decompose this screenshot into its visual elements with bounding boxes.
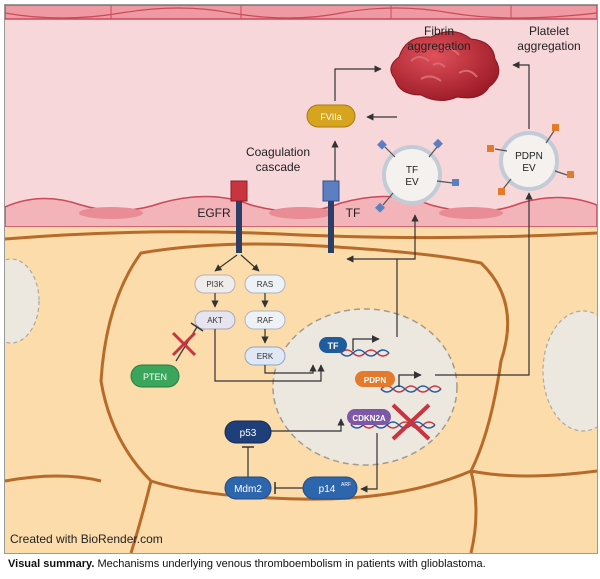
pdpn-ev-label-line2: EV xyxy=(522,163,536,174)
egfr-label: EGFR xyxy=(197,206,231,220)
fviia-label: FVIIa xyxy=(320,112,342,122)
akt-node: AKT xyxy=(194,310,236,330)
p53-label: p53 xyxy=(240,428,257,439)
p14-node: p14 ARF xyxy=(302,476,358,500)
diagram-svg: FVIIa TF EV PDPN EV Fibrin aggregation P… xyxy=(5,5,597,553)
credit-text: Created with BioRender.com xyxy=(10,532,163,546)
pten-label: PTEN xyxy=(143,372,167,382)
p14-superscript: ARF xyxy=(341,482,351,488)
arrow-pdpn-gene-to-ev xyxy=(435,192,533,376)
tf-gene: TF xyxy=(319,335,390,357)
erk-node: ERK xyxy=(244,346,286,366)
cdkn2a-gene-label: CDKN2A xyxy=(352,414,386,423)
neighbor-nucleus-right xyxy=(542,310,597,432)
tf-receptor xyxy=(322,180,340,253)
akt-label: AKT xyxy=(207,316,223,325)
arrow-cdkn2a-to-p14 xyxy=(360,433,378,493)
arrow-egfr-to-pi3k xyxy=(214,254,238,272)
coagulation-label-line1: Coagulation xyxy=(246,145,310,159)
erk-label: ERK xyxy=(257,352,274,361)
pdpn-gene: PDPN xyxy=(355,371,442,393)
arrow-tf-gene-to-ev xyxy=(397,214,419,260)
pdpn-ev: PDPN EV xyxy=(487,124,574,195)
p53-node: p53 xyxy=(224,420,272,444)
pdpn-ev-label-line1: PDPN xyxy=(515,151,543,162)
pi3k-node: PI3K xyxy=(194,274,236,294)
caption-text: Mechanisms underlying venous thromboembo… xyxy=(94,558,486,570)
arrow-pdpn-to-platelet xyxy=(512,61,530,129)
tf-ev-label-line1: TF xyxy=(406,165,418,176)
p14-label: p14 xyxy=(319,484,336,495)
pten-inhibition-bar xyxy=(190,322,204,332)
platelet-label-line1: Platelet xyxy=(529,24,570,38)
platelet-label-line2: aggregation xyxy=(517,39,580,53)
ras-node: RAS xyxy=(244,274,286,294)
raf-label: RAF xyxy=(257,316,273,325)
mdm2-label: Mdm2 xyxy=(234,484,262,495)
endothelium-bottom xyxy=(5,195,597,228)
arrow-p53-to-nucleus xyxy=(271,418,345,432)
endothelium-top xyxy=(5,5,597,20)
arrow-fviia-to-fibrin xyxy=(334,65,382,101)
tf-ev-label-line2: EV xyxy=(405,177,419,188)
arrow-akt-to-tf-gene xyxy=(214,329,325,382)
arrow-erk-to-tf-gene xyxy=(264,364,317,374)
neighbor-nucleus-left xyxy=(5,258,40,344)
figure-frame: FVIIa TF EV PDPN EV Fibrin aggregation P… xyxy=(4,4,598,554)
tf-gene-label: TF xyxy=(328,341,339,351)
pten-node: PTEN xyxy=(130,364,180,388)
raf-node: RAF xyxy=(244,310,286,330)
fibrin-label-line2: aggregation xyxy=(407,39,470,53)
blood-vessel-lumen xyxy=(5,5,597,229)
egfr-receptor xyxy=(230,180,248,253)
fviia-node xyxy=(306,104,356,128)
mdm2-node: Mdm2 xyxy=(224,476,272,500)
coagulation-label-line2: cascade xyxy=(256,160,301,174)
cdkn2a-gene: CDKN2A xyxy=(347,409,436,429)
tf-receptor-label: TF xyxy=(346,206,361,220)
pi3k-label: PI3K xyxy=(206,280,224,289)
cell-borders xyxy=(5,230,597,553)
pdpn-gene-label: PDPN xyxy=(364,376,386,385)
arrow-egfr-to-ras xyxy=(240,254,260,272)
fibrin-label-line1: Fibrin xyxy=(424,24,454,38)
pten-cross-icon xyxy=(171,331,197,357)
cdkn2a-deletion-cross-icon xyxy=(391,403,431,441)
figure-caption: Visual summary. Mechanisms underlying ve… xyxy=(8,558,486,570)
caption-bold: Visual summary. xyxy=(8,558,95,570)
ras-label: RAS xyxy=(257,280,273,289)
tf-ev: TF EV xyxy=(375,138,459,213)
fibrin-clot xyxy=(390,31,500,101)
